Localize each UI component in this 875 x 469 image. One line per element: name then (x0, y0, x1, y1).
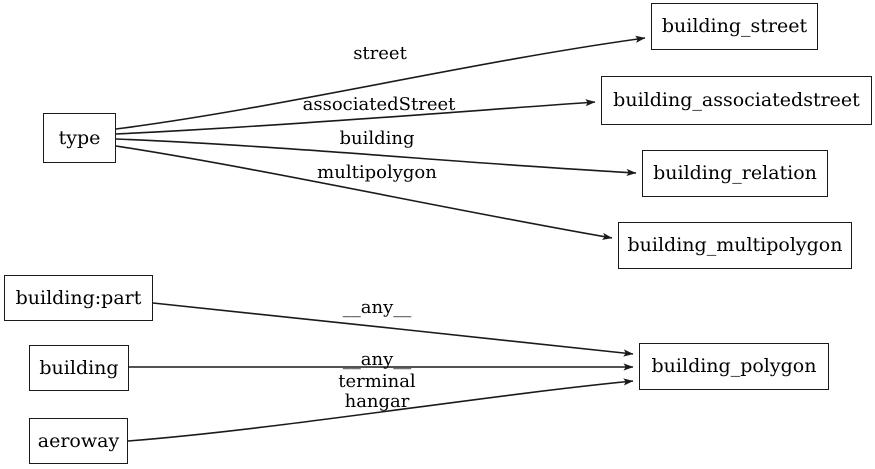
edge-label-associatedstreet: associatedStreet (302, 94, 456, 115)
node-building-polygon[interactable]: building_polygon (639, 343, 829, 390)
node-type[interactable]: type (43, 113, 116, 163)
edge-street-line (115, 35, 646, 130)
node-building-label: building (39, 356, 119, 379)
node-building-relation[interactable]: building_relation (642, 150, 828, 197)
node-building-multipolygon[interactable]: building_multipolygon (618, 222, 852, 269)
node-building-multipolygon-label: building_multipolygon (627, 234, 843, 256)
edge-label-aeroway: terminal hangar (338, 371, 416, 412)
edge-building-line (115, 138, 637, 177)
node-building-associatedstreet[interactable]: building_associatedstreet (601, 76, 872, 125)
node-building-part-label: building:part (15, 286, 142, 309)
edge-associatedstreet-line (115, 99, 596, 135)
edge-aeroway-line (127, 378, 634, 442)
edge-label-building: building (339, 128, 415, 149)
edge-label-street: street (353, 43, 407, 64)
node-aeroway[interactable]: aeroway (29, 418, 128, 464)
edge-part-any-line (152, 302, 634, 357)
node-building[interactable]: building (29, 345, 129, 391)
node-building-part[interactable]: building:part (4, 275, 153, 321)
edge-label-part-any: __any__ (342, 297, 412, 318)
node-building-polygon-label: building_polygon (651, 355, 817, 377)
edge-label-multipolygon: multipolygon (317, 162, 437, 183)
node-building-street[interactable]: building_street (651, 3, 818, 50)
node-building-street-label: building_street (661, 15, 808, 37)
node-type-label: type (58, 126, 101, 149)
edge-label-building-any: __any__ (342, 349, 412, 370)
node-building-relation-label: building_relation (653, 162, 817, 184)
node-aeroway-label: aeroway (37, 429, 120, 452)
edge-multipolygon-line (115, 145, 613, 240)
node-building-associatedstreet-label: building_associatedstreet (613, 89, 860, 111)
